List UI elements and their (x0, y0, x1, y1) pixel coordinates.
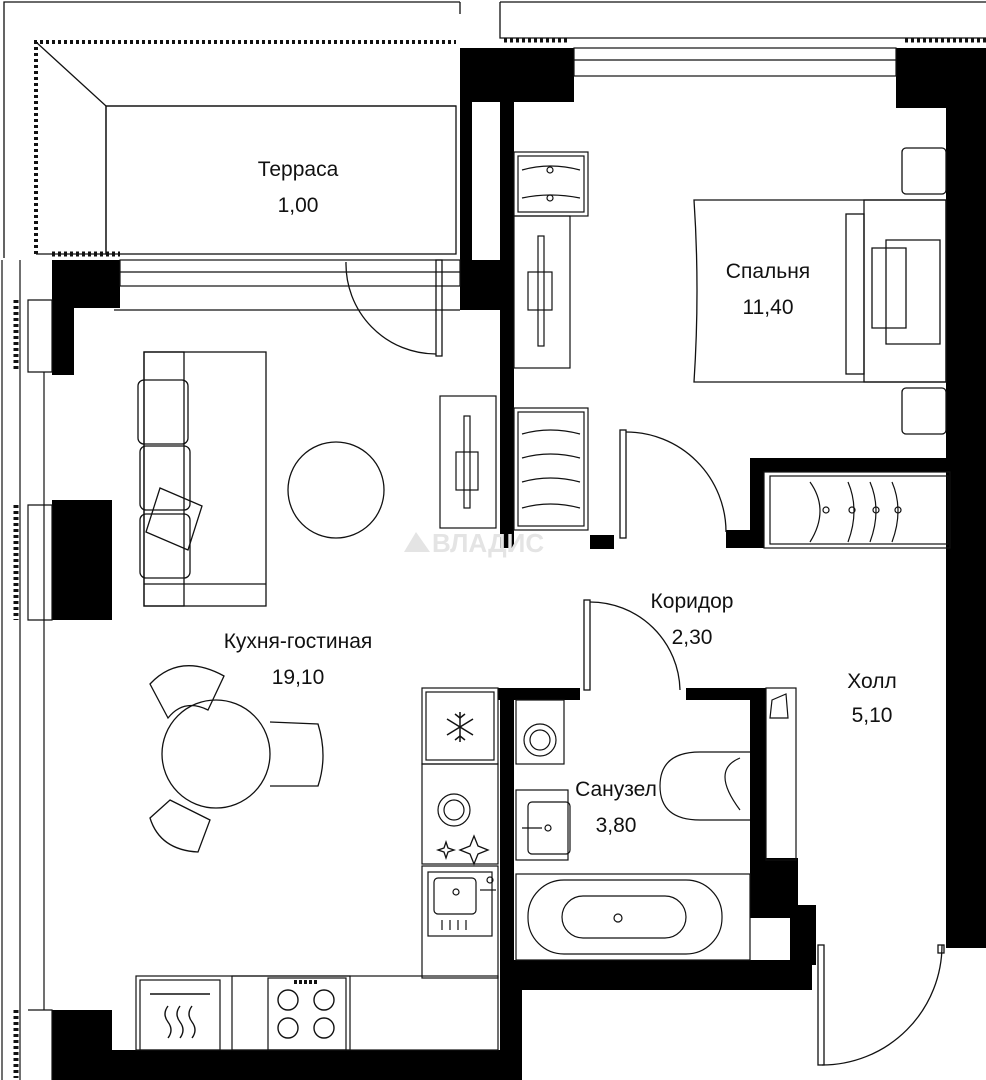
corridor-name: Коридор (651, 590, 734, 613)
kitchen-sink (433, 876, 496, 930)
corridor-area: 2,30 (672, 626, 713, 649)
coffee-table (287, 441, 385, 539)
hall-name: Холл (847, 670, 897, 693)
terrace-area: 1,00 (278, 194, 319, 217)
watermark-logo-icon (404, 532, 430, 552)
watermark-text: ВЛАДИС (432, 528, 544, 558)
dishwasher (437, 793, 471, 827)
stove-burner-icon (277, 980, 335, 1039)
living-name: Кухня-гостиная (224, 630, 373, 653)
sparkle-icon (435, 834, 490, 866)
wardrobe-hall (763, 471, 951, 549)
steam-icon (150, 993, 210, 1039)
kitchen-counter (135, 687, 499, 1051)
wardrobe-bedroom-top (513, 151, 589, 531)
watermark: ВЛАДИС (404, 528, 544, 558)
dining-set (149, 665, 324, 853)
living-area: 19,10 (272, 666, 325, 689)
hall-area: 5,10 (852, 704, 893, 727)
snowflake-icon (446, 712, 474, 742)
bed (693, 147, 947, 435)
bedroom-name: Спальня (726, 260, 810, 283)
left-facade (1, 260, 53, 1080)
bedroom-area: 11,40 (743, 296, 794, 319)
windows (114, 47, 897, 311)
bathroom-name: Санузел (575, 778, 657, 801)
walls (52, 48, 986, 1080)
bathroom-area: 3,80 (596, 814, 637, 837)
terrace-name: Терраса (258, 158, 339, 181)
doors (345, 259, 945, 1066)
tv-stand (439, 395, 497, 529)
room-labels: Терраса 1,00 Спальня 11,40 Кухня-гостина… (224, 158, 897, 837)
bathroom-fixtures (515, 687, 797, 961)
terrace (3, 1, 986, 258)
sofa (137, 351, 267, 607)
